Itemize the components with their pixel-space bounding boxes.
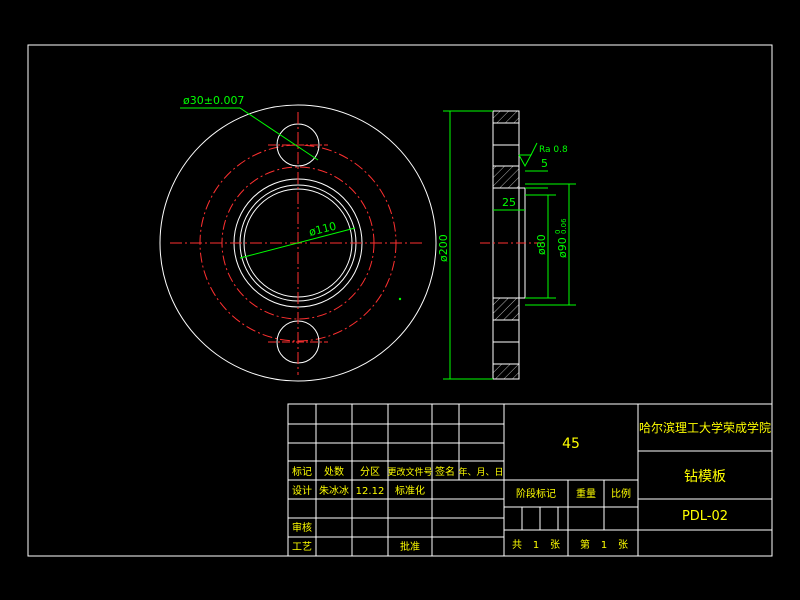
fit-tol-lower: 0.06 <box>560 218 568 234</box>
sheets-total-post: 张 <box>550 539 560 551</box>
header-change: 更改文件号 <box>387 466 432 478</box>
sheet-no-post: 张 <box>618 539 628 551</box>
stray-point <box>398 297 402 301</box>
header-count: 处数 <box>324 465 344 478</box>
sheet-no-pre: 第 <box>580 538 590 551</box>
thickness-label: 25 <box>502 196 516 209</box>
stage-label: 阶段标记 <box>516 487 556 500</box>
header-mark: 标记 <box>292 466 312 478</box>
section-outline <box>492 110 526 380</box>
roughness-label: Ra 0.8 <box>539 145 568 155</box>
approve-label: 批准 <box>400 540 420 553</box>
fit-tol-upper: 0 <box>554 230 562 234</box>
header-sign: 签名 <box>435 465 455 478</box>
hatch-upper-mid <box>493 166 519 188</box>
part-name: 钻模板 <box>684 469 726 485</box>
design-label: 设计 <box>292 484 312 497</box>
roughness-symbol <box>518 154 532 168</box>
fit-dia-label: ø90 <box>556 237 569 258</box>
hatch-bottom <box>493 364 519 379</box>
sheet-no: 1 <box>601 540 607 551</box>
scale-label: 比例 <box>611 487 631 500</box>
hole-dia-leader-diag <box>239 107 319 161</box>
hatch-lower-mid <box>493 298 519 320</box>
school-name: 哈尔滨理工大学荣成学院 <box>639 420 771 435</box>
title-block <box>287 403 773 557</box>
outer-circle <box>159 104 437 382</box>
design-date: 12.12 <box>356 486 385 497</box>
sheets-total-pre: 共 <box>512 539 522 551</box>
roughness-tail <box>530 142 538 156</box>
review-label: 审核 <box>292 521 312 534</box>
hole-dia-label: ø30±0.007 <box>183 94 244 107</box>
designer-name: 朱冰冰 <box>319 484 349 497</box>
material-label: 45 <box>562 436 580 452</box>
weight-label: 重量 <box>576 487 596 500</box>
shoulder-label: 5 <box>541 157 548 170</box>
hatch-top <box>493 111 519 123</box>
standard-label: 标准化 <box>395 484 425 497</box>
sheets-total: 1 <box>533 540 539 551</box>
process-label: 工艺 <box>292 541 312 553</box>
ring-dia-line <box>239 227 356 259</box>
sheet-border <box>27 44 773 557</box>
drawing-number: PDL-02 <box>682 509 728 524</box>
outer-dia-label: ø200 <box>437 234 450 262</box>
header-date: 年、月、日 <box>458 466 503 478</box>
header-zone: 分区 <box>360 466 380 478</box>
front-view: ø30±0.007 ø110 <box>159 94 437 382</box>
title-block-text: 45 哈尔滨理工大学荣成学院 钻模板 PDL-02 标记 处数 分区 更改文件号… <box>292 420 771 553</box>
bore-dia-label: ø80 <box>535 234 548 255</box>
side-section-view: ø200 Ra 0.8 5 25 ø80 ø90 0 0.06 <box>437 110 576 380</box>
